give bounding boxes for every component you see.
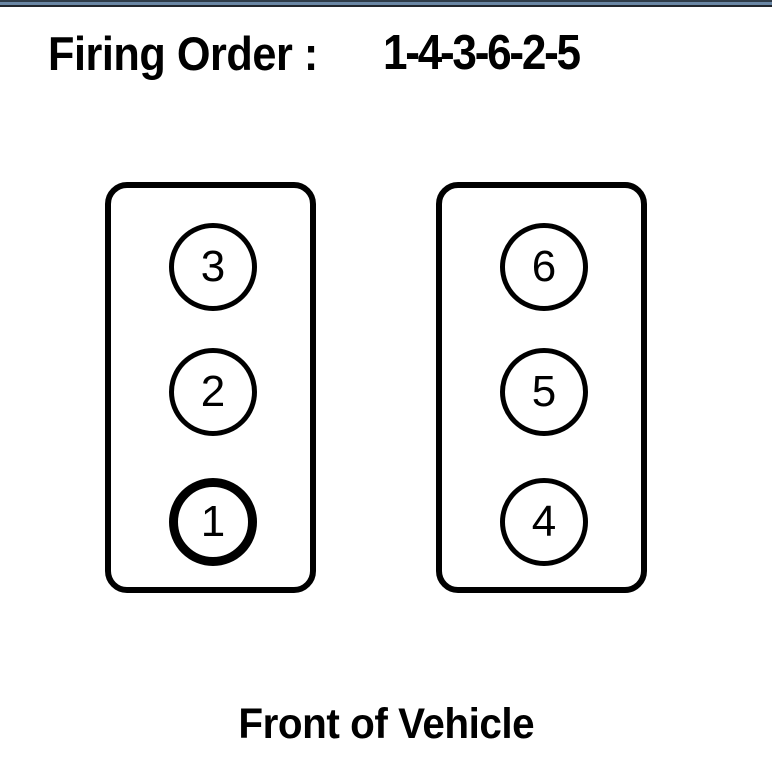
top-accent-bar — [0, 0, 772, 7]
firing-order-heading: Firing Order : 1-4-3-6-2-5 — [0, 22, 772, 84]
cylinder-3[interactable]: 3 — [169, 223, 257, 311]
cylinder-5[interactable]: 5 — [500, 348, 588, 436]
front-of-vehicle-label: Front of Vehicle — [238, 700, 534, 748]
firing-order-sequence: 1-4-3-6-2-5 — [383, 26, 581, 80]
cylinder-2[interactable]: 2 — [169, 348, 257, 436]
cylinder-bank-left: 3 2 1 — [105, 182, 316, 593]
cylinder-bank-right: 6 5 4 — [436, 182, 647, 593]
cylinder-6[interactable]: 6 — [500, 223, 588, 311]
cylinder-1[interactable]: 1 — [169, 478, 257, 566]
front-of-vehicle-caption: Front of Vehicle — [0, 700, 772, 749]
firing-order-label: Firing Order : — [48, 26, 318, 80]
cylinder-4[interactable]: 4 — [500, 478, 588, 566]
